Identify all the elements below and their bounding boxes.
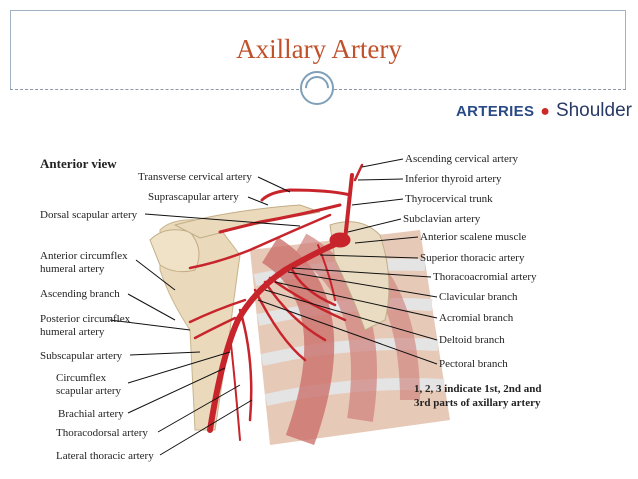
view-label: Anterior view (40, 156, 117, 171)
circle-ornament-icon (300, 71, 334, 105)
label-inferior-thyroid-artery: Inferior thyroid artery (405, 173, 502, 185)
subsection-label: Shoulder (555, 100, 632, 121)
thorax (250, 230, 450, 446)
note-line-2: 3rd parts of axillary artery (414, 397, 541, 409)
label-circumflex-scapular-line1: Circumflex (56, 372, 107, 384)
label-anterior-circumflex-line2: humeral artery (40, 263, 105, 275)
label-thoracodorsal-artery: Thoracodorsal artery (56, 427, 148, 439)
label-acromial-branch: Acromial branch (439, 312, 514, 324)
section-label: ARTERIES (456, 103, 535, 120)
label-anterior-circumflex-line1: Anterior circumflex (40, 250, 128, 262)
label-subscapular-artery: Subscapular artery (40, 350, 123, 362)
label-brachial-artery: Brachial artery (58, 408, 124, 420)
divider-right (334, 89, 626, 90)
bullet-dot-icon: ● (540, 103, 550, 120)
label-lateral-thoracic-artery: Lateral thoracic artery (56, 450, 154, 462)
label-thyrocervical-trunk: Thyrocervical trunk (405, 193, 493, 205)
title-frame (10, 10, 626, 90)
label-circumflex-scapular-line2: scapular artery (56, 385, 122, 397)
label-posterior-circumflex-line2: humeral artery (40, 326, 105, 338)
label-subclavian-artery: Subclavian artery (403, 213, 481, 225)
label-ascending-cervical-artery: Ascending cervical artery (405, 153, 518, 165)
section-heading: ARTERIES ● Shoulder (456, 100, 632, 122)
slide-title: Axillary Artery (236, 34, 402, 64)
divider-left (10, 89, 304, 90)
label-pectoral-branch: Pectoral branch (439, 358, 508, 370)
label-posterior-circumflex-line1: Posterior circumflex (40, 313, 131, 325)
label-thoracoacromial-artery: Thoracoacromial artery (433, 271, 537, 283)
label-clavicular-branch: Clavicular branch (439, 291, 518, 303)
leader-lines (109, 158, 438, 456)
label-anterior-scalene-muscle: Anterior scalene muscle (420, 231, 527, 243)
label-superior-thoracic-artery: Superior thoracic artery (420, 252, 525, 264)
label-suprascapular-artery: Suprascapular artery (148, 191, 239, 203)
label-ascending-branch: Ascending branch (40, 288, 120, 300)
label-transverse-cervical-artery: Transverse cervical artery (138, 171, 252, 183)
note-line-1: 1, 2, 3 indicate 1st, 2nd and (414, 383, 542, 395)
label-deltoid-branch: Deltoid branch (439, 334, 505, 346)
figure-note: 1, 2, 3 indicate 1st, 2nd and 3rd parts … (414, 382, 541, 410)
label-dorsal-scapular-artery: Dorsal scapular artery (40, 209, 138, 221)
